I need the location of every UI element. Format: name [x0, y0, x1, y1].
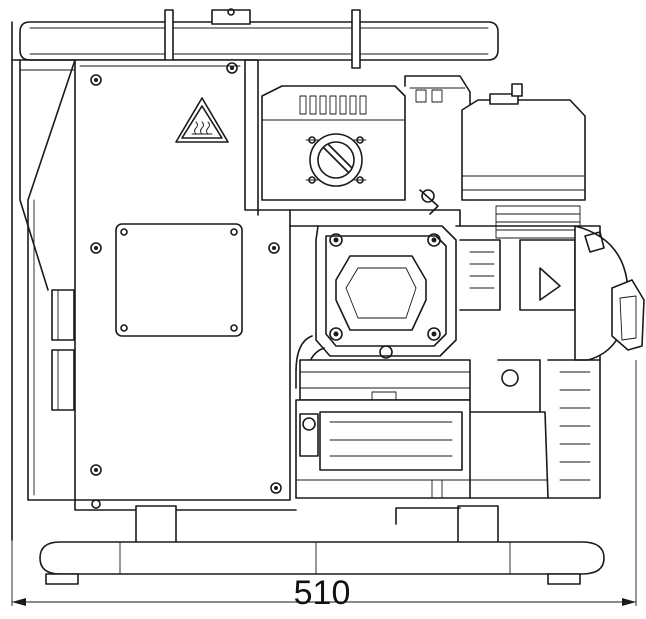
- frame-left: [11, 21, 76, 541]
- air-cleaner-fins: [299, 95, 367, 115]
- engine-block: [289, 189, 645, 361]
- air-cleaner: [261, 75, 471, 201]
- hot-surface-warning-icon: [175, 97, 229, 143]
- width-dimension-label: 510: [293, 574, 351, 612]
- crankcase: [295, 359, 601, 499]
- base-frame: [39, 499, 605, 585]
- handle-bar: [19, 8, 499, 69]
- fuel-tank: [461, 83, 586, 201]
- width-dimension-line: [11, 360, 637, 606]
- rocker-cover: [315, 225, 457, 357]
- generator-housing-panel: [27, 59, 291, 501]
